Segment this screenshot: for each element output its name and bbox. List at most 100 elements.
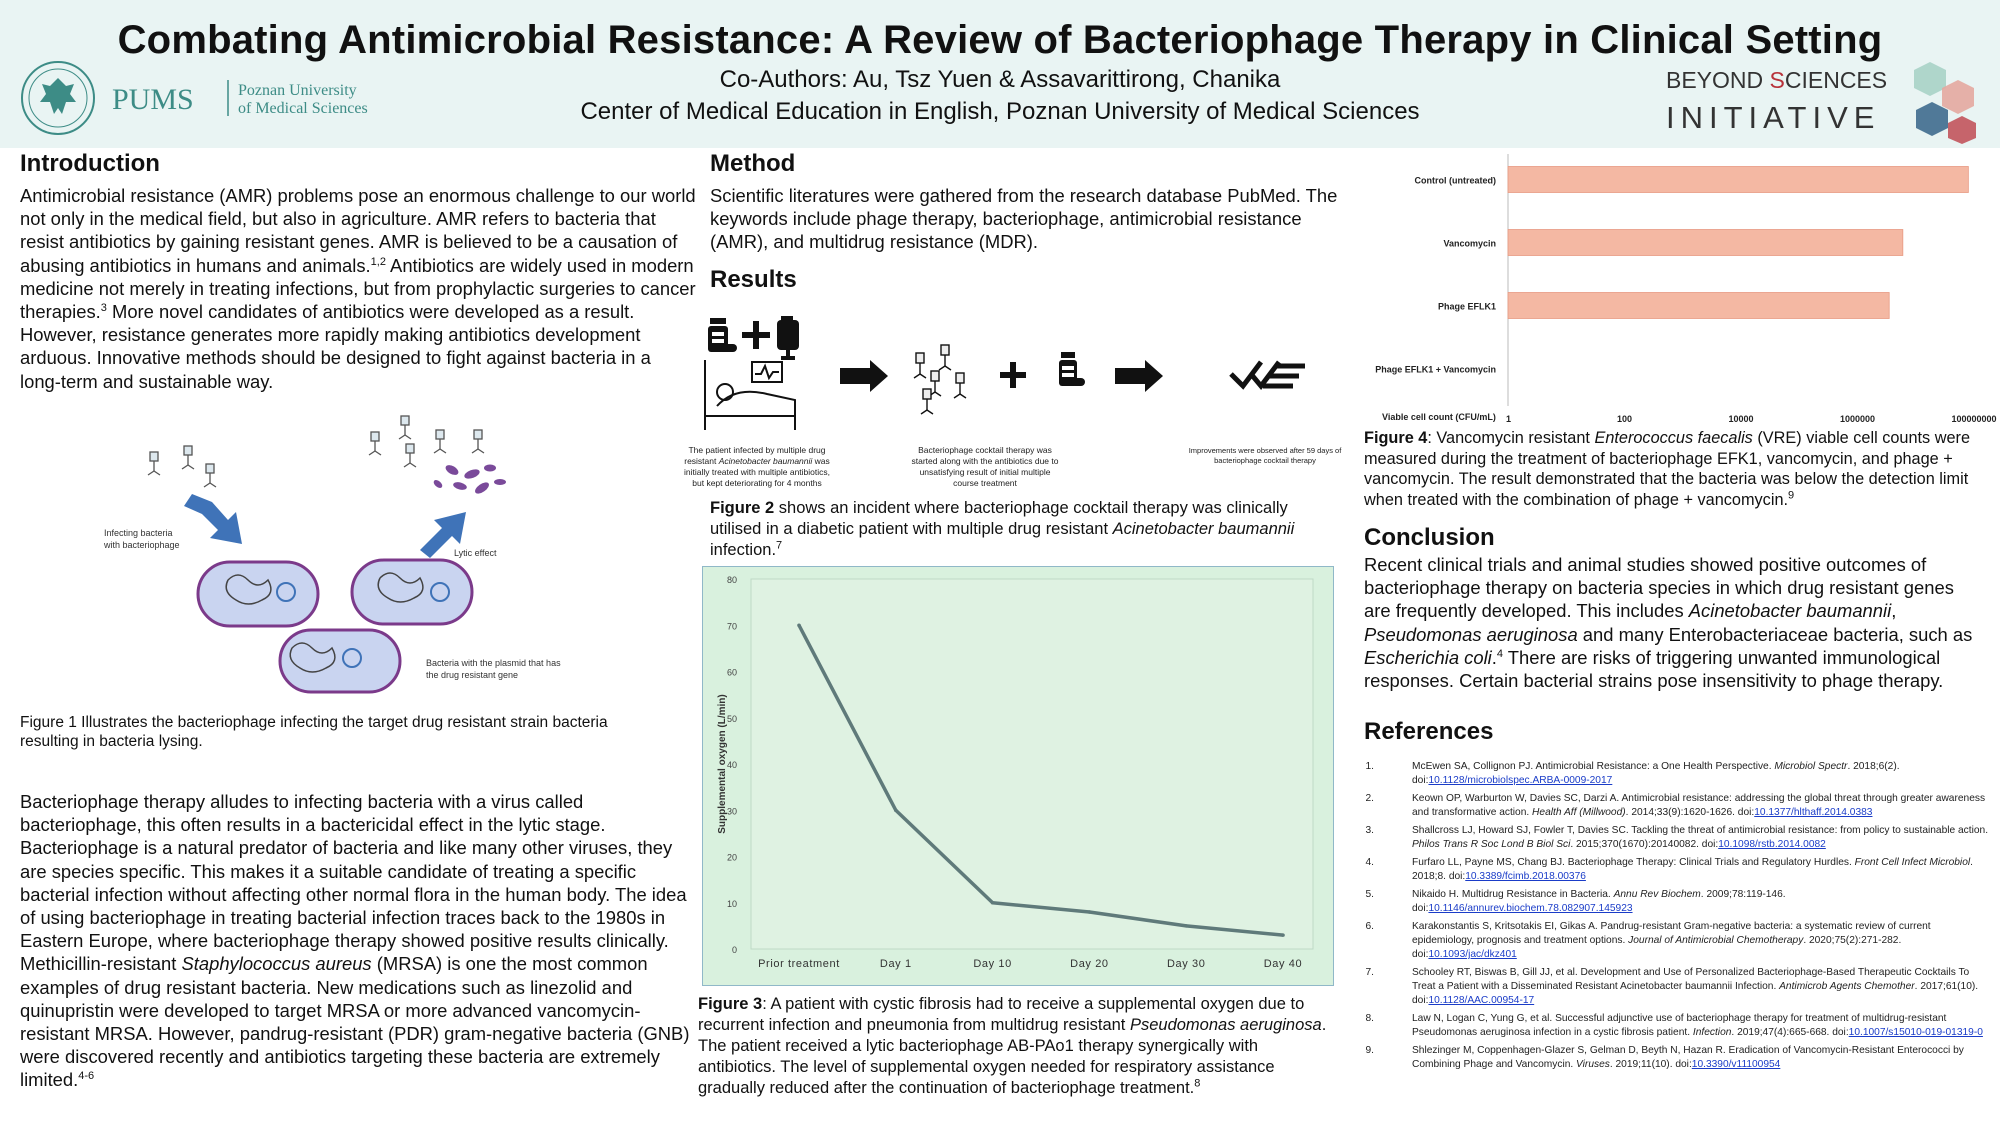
reference-details: . 2020;75(2):271-282. doi:	[1412, 935, 1902, 960]
x-tick-label: 1000000	[1840, 414, 1875, 424]
fig2-step2-line3: unsatisfying result of initial multiple	[920, 467, 1051, 477]
y-tick-label: 50	[727, 714, 737, 724]
conclusion-paragraph: Recent clinical trials and animal studie…	[1364, 553, 1974, 692]
plot-area	[750, 578, 1314, 950]
reference-item: 7.Schooley RT, Biswas B, Gill JJ, et al.…	[1354, 966, 1990, 1008]
reference-journal: Journal of Antimicrobial Chemotherapy	[1628, 935, 1804, 946]
x-tick-label: 10000	[1728, 414, 1753, 424]
reference-text: Karakonstantis S, Kritsotakis EI, Gikas …	[1412, 921, 1931, 946]
fig2-step1-line2: resistant Acinetobacter baumannii was	[684, 456, 830, 466]
phage-icon	[147, 415, 485, 488]
reference-item: 3.Shallcross LJ, Howard SJ, Fowler T, Da…	[1354, 824, 1990, 852]
reference-item: 9. Shlezinger M, Coppenhagen-Glazer S, Ge…	[1354, 1044, 1990, 1072]
fig3-caption-citation: 8	[1194, 1077, 1201, 1090]
reference-doi-link[interactable]: 10.1093/jac/dkz401	[1428, 949, 1517, 960]
phage-icon	[913, 344, 967, 415]
y-tick-label: 10	[727, 899, 737, 909]
reference-item: 5. Nikaido H. Multidrug Resistance in Bac…	[1354, 888, 1990, 916]
poster-header: Combating Antimicrobial Resistance: A Re…	[0, 0, 2000, 148]
conclusion-text-c: and many Enterobacteriaceae bacteria, su…	[1577, 623, 1973, 645]
reference-doi-link[interactable]: 10.1128/AAC.00954-17	[1428, 995, 1535, 1006]
introduction-paragraph-1: Antimicrobial resistance (AMR) problems …	[20, 184, 696, 393]
checklist-icon	[1229, 360, 1305, 391]
bar	[1507, 292, 1890, 319]
references-heading: References	[1364, 718, 1494, 745]
conclusion-text-e: There are risks of triggering unwanted i…	[1364, 646, 1944, 692]
reference-details: . 2018;6(2). doi:	[1412, 761, 1900, 786]
reference-text: Shallcross LJ, Howard SJ, Fowler T, Davi…	[1412, 825, 1989, 836]
figure-3-caption: Figure 3: A patient with cystic fibrosis…	[698, 994, 1338, 1099]
fig1-label-plasmid-2: the drug resistant gene	[426, 670, 518, 680]
reference-doi-link[interactable]: 10.3390/v11100954	[1691, 1059, 1781, 1070]
intro-p2-text-b: (MRSA) is one the most common examples o…	[20, 953, 690, 1091]
bsi-line1-a: BEYOND	[1666, 67, 1770, 93]
arrow-icon	[420, 512, 466, 558]
pill-bottle-icon	[708, 318, 737, 352]
figure-1-caption: Figure 1 Illustrates the bacteriophage i…	[20, 714, 608, 750]
reference-doi-link[interactable]: 10.1007/s15010-019-01319-0	[1848, 1027, 1983, 1038]
data-point	[1281, 933, 1285, 937]
pums-logo: PUMS Poznan University of Medical Scienc…	[21, 61, 368, 135]
figure-4-caption: Figure 4: Vancomycin resistant Enterococ…	[1364, 428, 1990, 510]
intro-text-a: Antimicrobial resistance (AMR) problems …	[20, 185, 696, 276]
reference-doi-link[interactable]: 10.1098/rstb.2014.0082	[1718, 839, 1826, 850]
conclusion-text-d: .	[1491, 646, 1497, 668]
x-tick-label: Day 20	[1070, 958, 1108, 970]
bacteria-icon	[196, 560, 320, 628]
y-axis-label: Supplemental oxygen (L/min)	[717, 694, 728, 833]
results-heading: Results	[710, 266, 797, 293]
reference-doi-link[interactable]: 10.1128/microbiolspec.ARBA-0009-2017	[1428, 775, 1613, 786]
reference-item: 2.Keown OP, Warburton W, Davies SC, Darz…	[1354, 792, 1990, 820]
reference-doi-link[interactable]: 10.3389/fcimb.2018.00376	[1465, 871, 1586, 882]
pums-name-line1: Poznan University	[238, 82, 357, 99]
category-label: Control (untreated)	[1415, 176, 1497, 186]
fig2-step2-line1: Bacteriophage cocktail therapy was	[918, 445, 1052, 455]
data-point	[1087, 910, 1092, 914]
intro-citation-2: 3	[100, 301, 107, 314]
svg-text:BEYOND SCIENCES: BEYOND SCIENCES	[1666, 67, 1887, 93]
figure-1-phage-illustration: Infecting bacteria with bacteriophage Ly…	[103, 415, 561, 694]
conclusion-text-b: ,	[1891, 600, 1897, 622]
reference-number: 9.	[1365, 1045, 1375, 1056]
reference-journal: Infection	[1692, 1027, 1732, 1038]
reference-item: 4.Furfaro LL, Payne MS, Chang BJ. Bacter…	[1354, 856, 1990, 884]
reference-details: . 2009;78:119-146. doi:	[1412, 889, 1786, 914]
beyond-sciences-logo: BEYOND SCIENCES INITIATIVE	[1666, 62, 1976, 144]
fig2-caption-citation: 7	[776, 539, 783, 552]
institution-line: Center of Medical Education in English, …	[580, 98, 1420, 125]
oxygen-series-line	[797, 624, 1284, 937]
fig3-caption-label: Figure 3	[698, 995, 763, 1013]
intro-text-b: Antibiotics are widely used in modern me…	[20, 254, 696, 323]
fig1-label-infecting-2: with bacteriophage	[103, 540, 180, 550]
y-tick-label: 40	[727, 760, 737, 770]
intro-text-c: More novel candidates of antibiotics wer…	[20, 301, 651, 392]
reference-doi-link[interactable]: 10.1146/annurev.biochem.78.082907.145923	[1428, 903, 1633, 914]
reference-number: 6.	[1365, 921, 1375, 932]
bsi-line1-c: CIENCES	[1785, 67, 1887, 93]
reference-journal: Microbiol Spectr	[1774, 761, 1848, 772]
conclusion-heading: Conclusion	[1364, 524, 1495, 551]
reference-text: Law N, Logan C, Yung G, et al. Successfu…	[1412, 1013, 1947, 1038]
x-tick-label: Day 30	[1167, 958, 1205, 970]
category-label: Phage EFLK1	[1438, 302, 1496, 312]
reference-doi-link[interactable]: 10.1377/hlthaff.2014.0383	[1754, 807, 1873, 818]
fig3-caption-text-a: : A patient with cystic fibrosis had to …	[698, 995, 1305, 1034]
conclusion-text-a: Recent clinical trials and animal studie…	[1364, 554, 1954, 622]
bsi-line1-b: S	[1770, 67, 1785, 93]
plus-icon	[1000, 362, 1026, 388]
reference-text: Keown OP, Warburton W, Davies SC, Darzi …	[1412, 793, 1986, 818]
fig2-step1-line1: The patient infected by multiple drug	[688, 445, 825, 455]
reference-text: Nikaido H. Multidrug Resistance in Bacte…	[1412, 889, 1614, 900]
reference-text: Shlezinger M, Coppenhagen-Glazer S, Gelm…	[1412, 1045, 1964, 1070]
fig2-caption-label: Figure 2	[710, 499, 775, 517]
pums-name-line2: of Medical Sciences	[238, 100, 368, 117]
method-heading: Method	[710, 150, 796, 177]
reference-item: 1.McEwen SA, Collignon PJ. Antimicrobial…	[1354, 760, 1990, 788]
bacteria-icon	[278, 628, 402, 694]
data-point	[990, 900, 995, 905]
reference-number: 5.	[1365, 889, 1375, 900]
reference-details: . 2018;8. doi:	[1412, 857, 1973, 882]
